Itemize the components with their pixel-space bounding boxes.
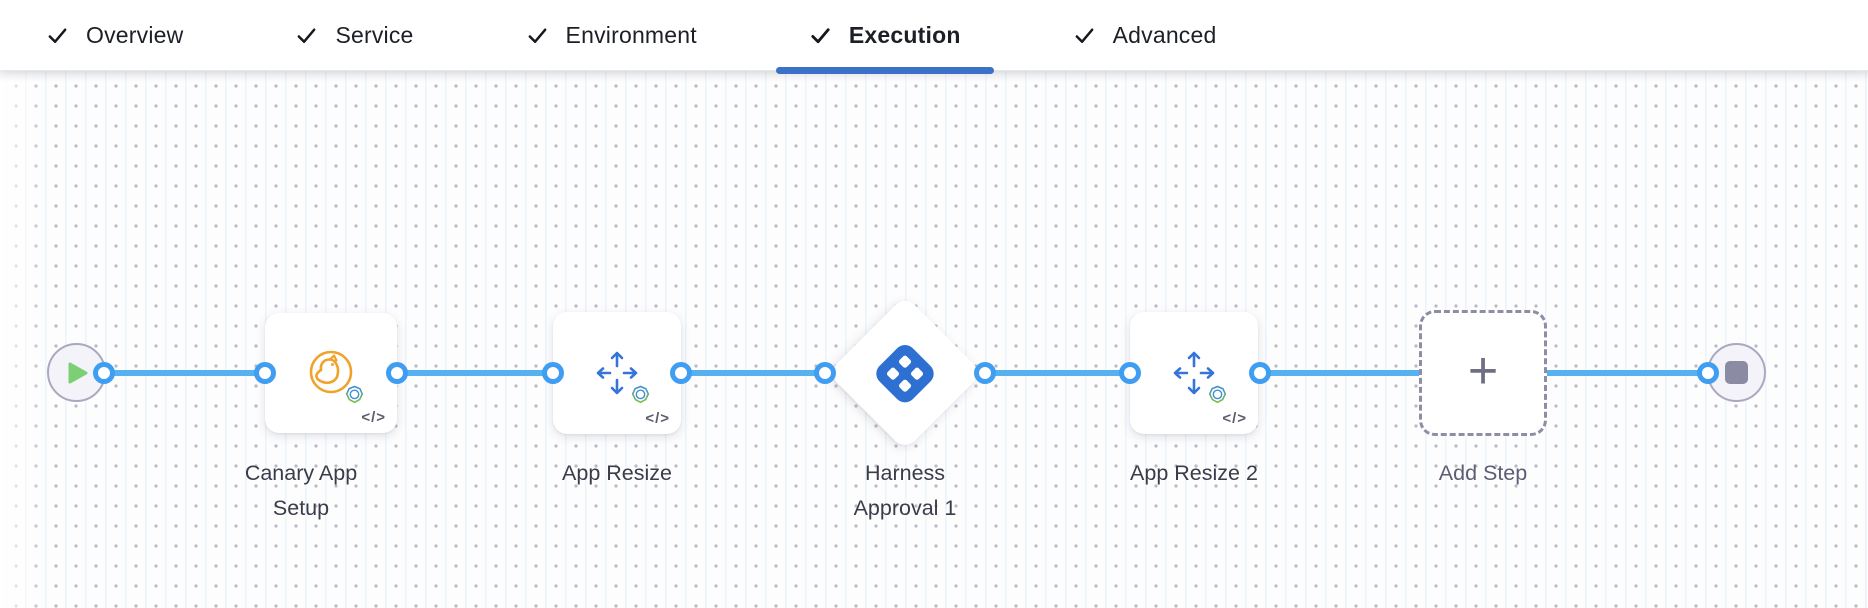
resize-arrows-icon [596,351,638,395]
tab-label: Advanced [1112,21,1217,48]
connector-ring[interactable] [670,362,692,384]
resize-arrows-icon [1173,351,1215,395]
connector-ring[interactable] [1119,362,1141,384]
tab-label: Overview [86,21,184,48]
stop-icon [1725,361,1748,384]
check-icon [528,28,546,43]
step-node-app-resize[interactable]: </> [553,312,681,434]
tab-overview[interactable]: Overview [44,0,185,70]
connector-ring[interactable] [254,362,276,384]
node-label-harness-approval-1: Harness Approval 1 [853,461,957,520]
code-template-icon[interactable]: </> [1222,410,1247,427]
plus-icon: + [1467,342,1499,400]
tab-execution[interactable]: Execution [775,0,994,74]
check-icon [1075,28,1094,43]
tab-label: Environment [565,21,697,48]
connector-ring[interactable] [974,362,996,384]
gear-badge-icon [345,385,364,404]
tab-label: Service [335,21,414,48]
step-node-app-resize-2[interactable]: </> [1130,312,1258,434]
gear-badge-icon [1208,385,1227,404]
pipeline-canvas[interactable]: </> </> [0,70,1868,608]
play-icon [68,362,87,383]
check-icon [298,28,316,43]
node-label-app-resize: App Resize [562,461,672,485]
connector-ring[interactable] [542,362,564,384]
node-label-canary-app-setup: Canary App Setup [244,461,358,520]
connector-ring[interactable] [93,362,115,384]
tab-advanced[interactable]: Advanced [1071,0,1219,70]
add-step-button[interactable]: + [1419,310,1547,436]
check-icon [48,28,67,43]
tab-environment[interactable]: Environment [524,0,699,70]
config-tabbar: Overview Service Environment Execution A… [0,0,1868,74]
connector-ring[interactable] [1697,362,1719,384]
pipeline-start-node [47,343,106,402]
gear-badge-icon [631,385,650,404]
node-label-add-step: Add Step [1438,461,1528,485]
check-icon [811,27,830,43]
tab-service[interactable]: Service [293,0,415,70]
tab-label: Execution [848,21,961,48]
code-template-icon[interactable]: </> [361,409,386,426]
harness-logo-icon [871,339,939,407]
approval-node-harness-approval-1[interactable] [827,295,983,451]
connector-ring[interactable] [386,362,408,384]
canary-icon [309,350,353,394]
node-label-app-resize-2: App Resize 2 [1130,461,1258,485]
step-node-canary-app-setup[interactable]: </> [265,313,397,433]
code-template-icon[interactable]: </> [645,410,670,427]
connector-ring[interactable] [1249,362,1271,384]
connector-ring[interactable] [814,362,836,384]
